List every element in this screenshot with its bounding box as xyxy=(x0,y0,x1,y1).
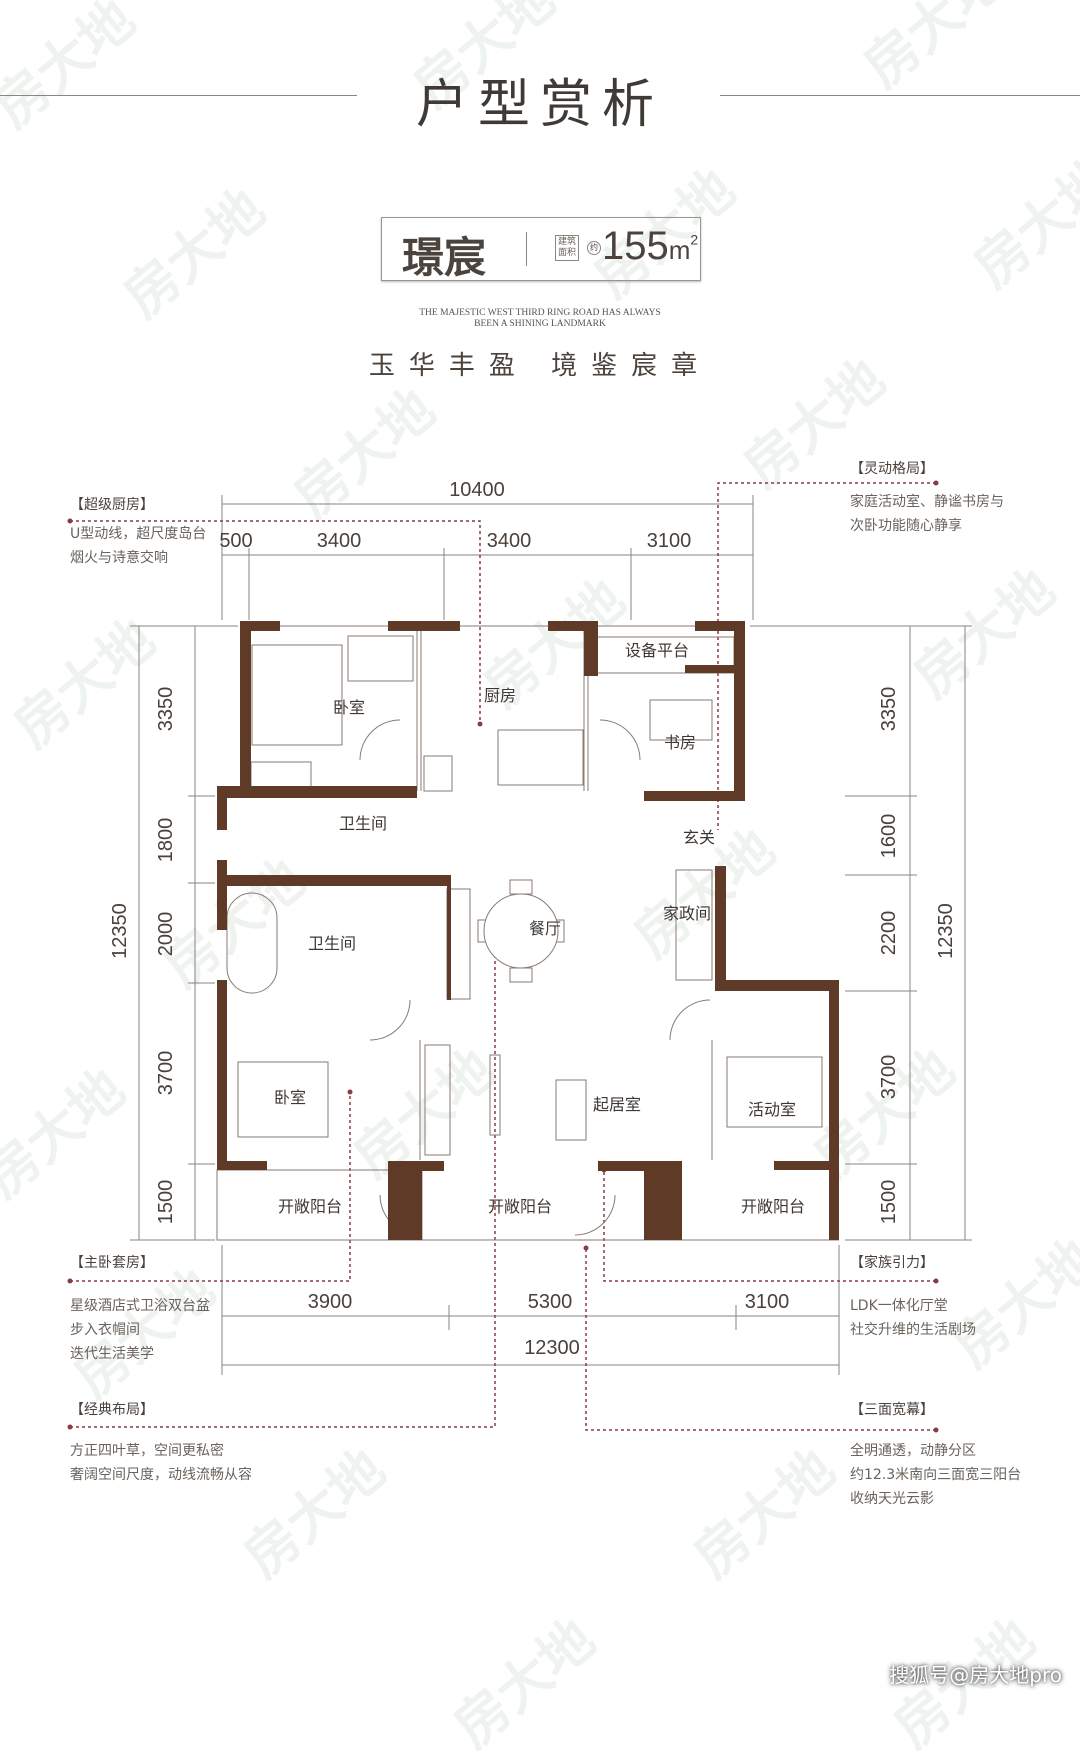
english-line1: THE MAJESTIC WEST THIRD RING ROAD HAS AL… xyxy=(419,308,661,318)
annotation-line: 方正四叶草，空间更私密 xyxy=(70,1443,224,1459)
annotation-master-suite: 【主卧套房】 星级酒店式卫浴双台盆 步入衣帽间 迭代生活美学 xyxy=(70,1252,210,1366)
annotation-heading: 【灵动格局】 xyxy=(850,461,934,477)
dim-right: 1600 xyxy=(878,814,900,859)
annotation-line: 步入衣帽间 xyxy=(70,1322,140,1338)
dim-right: 3700 xyxy=(878,1055,900,1100)
dim-top: 3400 xyxy=(317,530,362,552)
dimension-lines xyxy=(130,495,972,1375)
dim-bottom: 3900 xyxy=(308,1291,353,1313)
dim-bottom: 5300 xyxy=(528,1291,573,1313)
room-label-balcony: 开敞阳台 xyxy=(741,1197,805,1216)
room-label-living: 起居室 xyxy=(593,1095,641,1114)
dining-table xyxy=(477,879,565,983)
annotation-heading: 【主卧套房】 xyxy=(70,1255,154,1271)
annotation-heading: 【经典布局】 xyxy=(70,1402,154,1418)
room-label-balcony: 开敞阳台 xyxy=(488,1197,552,1216)
room-label-dining: 餐厅 xyxy=(529,919,561,938)
dim-top: 3400 xyxy=(487,530,532,552)
page-title: 户型赏析 xyxy=(415,75,664,135)
dim-bottom: 3100 xyxy=(745,1291,790,1313)
area-tag: 建筑面积 xyxy=(555,235,580,261)
annotation-dots xyxy=(67,480,939,1433)
dim-right: 3350 xyxy=(878,687,900,732)
annotation-line: 收纳天光云影 xyxy=(850,1491,934,1507)
dim-left-total: 12350 xyxy=(109,903,131,959)
dim-right: 2200 xyxy=(878,911,900,956)
annotation-heading: 【超级厨房】 xyxy=(70,497,154,513)
dim-right: 1500 xyxy=(878,1180,900,1225)
english-line2: BEEN A SHINING LANDMARK xyxy=(474,319,606,329)
room-label-master-bathroom: 卫生间 xyxy=(308,934,356,953)
area-approx: 约 xyxy=(587,241,601,255)
room-label-balcony: 开敞阳台 xyxy=(278,1197,342,1216)
area-value: 155m2 xyxy=(602,224,698,269)
divider xyxy=(526,232,527,266)
english-tagline: THE MAJESTIC WEST THIRD RING ROAD HAS AL… xyxy=(0,308,1080,330)
annotation-heading: 【三面宽幕】 xyxy=(850,1402,934,1418)
annotation-classic-layout: 【经典布局】 方正四叶草，空间更私密 奢阔空间尺度，动线流畅从容 xyxy=(70,1399,252,1487)
area-tag-line2: 面积 xyxy=(558,248,577,258)
annotation-line: 迭代生活美学 xyxy=(70,1346,154,1362)
title-rule-left xyxy=(0,95,357,96)
room-label-master-bedroom: 卧室 xyxy=(274,1088,306,1107)
dim-left: 2000 xyxy=(155,912,177,957)
dim-top: 3100 xyxy=(647,530,692,552)
annotation-wide-frontage: 【三面宽幕】 全明通透，动静分区 约12.3米南向三面宽三阳台 收纳天光云影 xyxy=(850,1399,1021,1511)
annotation-line: 社交升维的生活剧场 xyxy=(850,1322,976,1338)
annotation-line: 全明通透，动静分区 xyxy=(850,1443,976,1459)
dim-left: 1800 xyxy=(155,818,177,863)
area-unit-sup: 2 xyxy=(690,231,699,248)
room-label-activity: 活动室 xyxy=(748,1100,796,1119)
annotation-line: 家庭活动室、静谧书房与 xyxy=(850,494,1004,510)
annotation-heading: 【家族引力】 xyxy=(850,1255,934,1271)
unit-name: 璟宸 xyxy=(402,233,487,282)
annotation-family: 【家族引力】 LDK一体化厅堂 社交升维的生活剧场 xyxy=(850,1252,976,1342)
area-number: 155 xyxy=(602,224,669,268)
dim-top-total: 10400 xyxy=(449,479,505,501)
area-tag-line1: 建筑 xyxy=(558,237,577,247)
room-label-equipment-platform: 设备平台 xyxy=(625,641,689,660)
annotation-line: 星级酒店式卫浴双台盆 xyxy=(70,1298,210,1314)
annotation-line: LDK一体化厅堂 xyxy=(850,1298,948,1314)
dim-bottom-total: 12300 xyxy=(524,1337,580,1359)
source-watermark: 搜狐号@房大地pro xyxy=(889,1663,1062,1687)
annotation-line: 烟火与诗意交响 xyxy=(70,550,168,566)
dim-left-labels: 3350 1800 2000 3700 1500 12350 3350 1600… xyxy=(109,687,957,1225)
annotation-line: 次卧功能随心静享 xyxy=(850,518,962,534)
annotation-line: U型动线，超尺度岛台 xyxy=(70,526,207,542)
dim-left: 1500 xyxy=(155,1180,177,1225)
room-label-bathroom: 卫生间 xyxy=(339,814,387,833)
walls xyxy=(217,621,839,1240)
annotation-line: 约12.3米南向三面宽三阳台 xyxy=(850,1467,1022,1483)
floor-plan: 卧室 厨房 设备平台 书房 卫生间 玄关 餐厅 家政间 卫生间 卧室 起居室 活… xyxy=(67,479,972,1433)
room-label-kitchen: 厨房 xyxy=(484,686,516,705)
dim-right-total: 12350 xyxy=(935,903,957,959)
dim-left: 3700 xyxy=(155,1051,177,1096)
annotation-layout-flex: 【灵动格局】 家庭活动室、静谧书房与 次卧功能随心静享 xyxy=(850,458,1004,538)
slogan: 玉华丰盈 境鉴宸章 xyxy=(368,351,712,381)
room-label-entrance: 玄关 xyxy=(683,828,715,847)
annotation-line: 奢阔空间尺度，动线流畅从容 xyxy=(70,1467,252,1483)
annotation-leaders xyxy=(70,482,936,1431)
room-label-utility: 家政间 xyxy=(663,904,711,923)
room-label-study: 书房 xyxy=(664,733,696,752)
room-label-bedroom: 卧室 xyxy=(333,698,365,717)
dim-left: 3350 xyxy=(155,687,177,732)
area-unit: m xyxy=(668,235,691,265)
unit-name-box: 璟宸 建筑面积 约 155m2 xyxy=(381,217,701,282)
title-rule-right xyxy=(720,95,1080,96)
annotation-kitchen: 【超级厨房】 U型动线，超尺度岛台 烟火与诗意交响 xyxy=(70,494,206,570)
dim-top: 500 xyxy=(219,530,252,552)
